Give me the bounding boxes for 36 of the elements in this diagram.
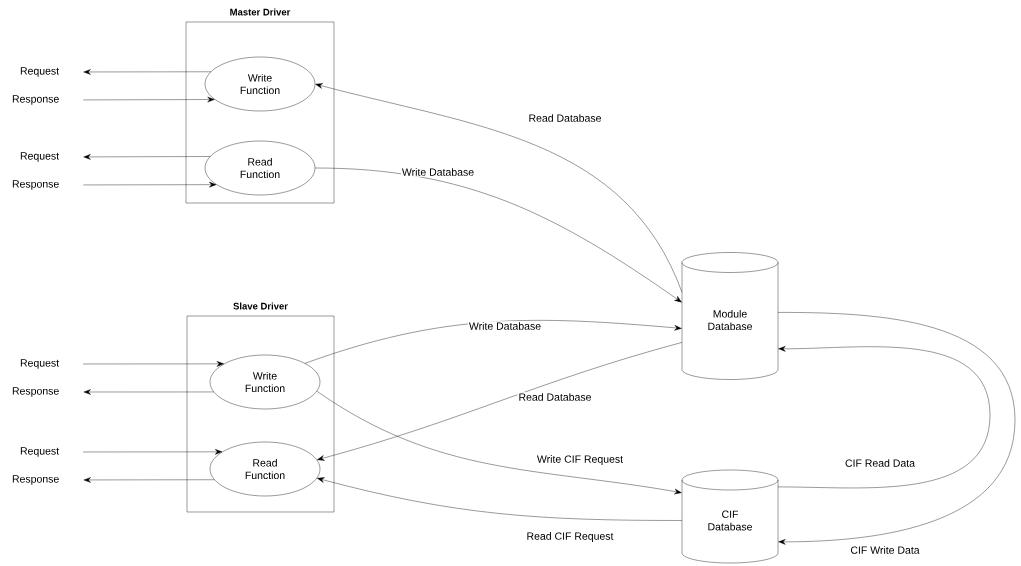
signal-label: Request	[20, 359, 59, 369]
signal-label: Response	[12, 95, 59, 105]
signal-label: Request	[20, 447, 59, 457]
arrow	[304, 320, 682, 364]
signal-label: Response	[12, 180, 59, 190]
signal-label: Response	[12, 475, 59, 485]
arrow	[314, 167, 682, 303]
edge-label: CIF Read Data	[844, 458, 916, 468]
arrow	[83, 389, 215, 395]
edge-label: Read Database	[527, 113, 603, 123]
arrow	[83, 181, 217, 188]
arrow	[317, 342, 683, 461]
arrow	[83, 154, 211, 160]
edge-label: Read CIF Request	[525, 531, 615, 543]
arrow	[83, 69, 212, 75]
edge-label: Write CIF Request	[535, 454, 625, 466]
signal-label: Request	[20, 67, 59, 77]
arrow	[316, 390, 682, 495]
arrow	[82, 361, 224, 367]
signal-label: Request	[20, 152, 59, 162]
edge-label: Write Database	[467, 321, 543, 331]
signal-label: Response	[12, 387, 59, 397]
arrow	[315, 83, 683, 293]
arrow	[83, 477, 215, 483]
database-cylinder: CIF Database	[681, 469, 779, 564]
arrow	[317, 477, 683, 521]
edge-label: Write Database	[400, 167, 476, 177]
arrow	[777, 312, 1016, 545]
arrow	[83, 96, 215, 103]
edge-label: Read Database	[517, 392, 593, 402]
database-cylinder: Module Database	[681, 252, 779, 380]
node-label: Master Driver	[230, 8, 291, 16]
edge-label: CIF Write Data	[849, 545, 921, 555]
node-label: Slave Driver	[233, 302, 288, 310]
arrow	[82, 449, 223, 455]
arrow	[777, 346, 991, 489]
